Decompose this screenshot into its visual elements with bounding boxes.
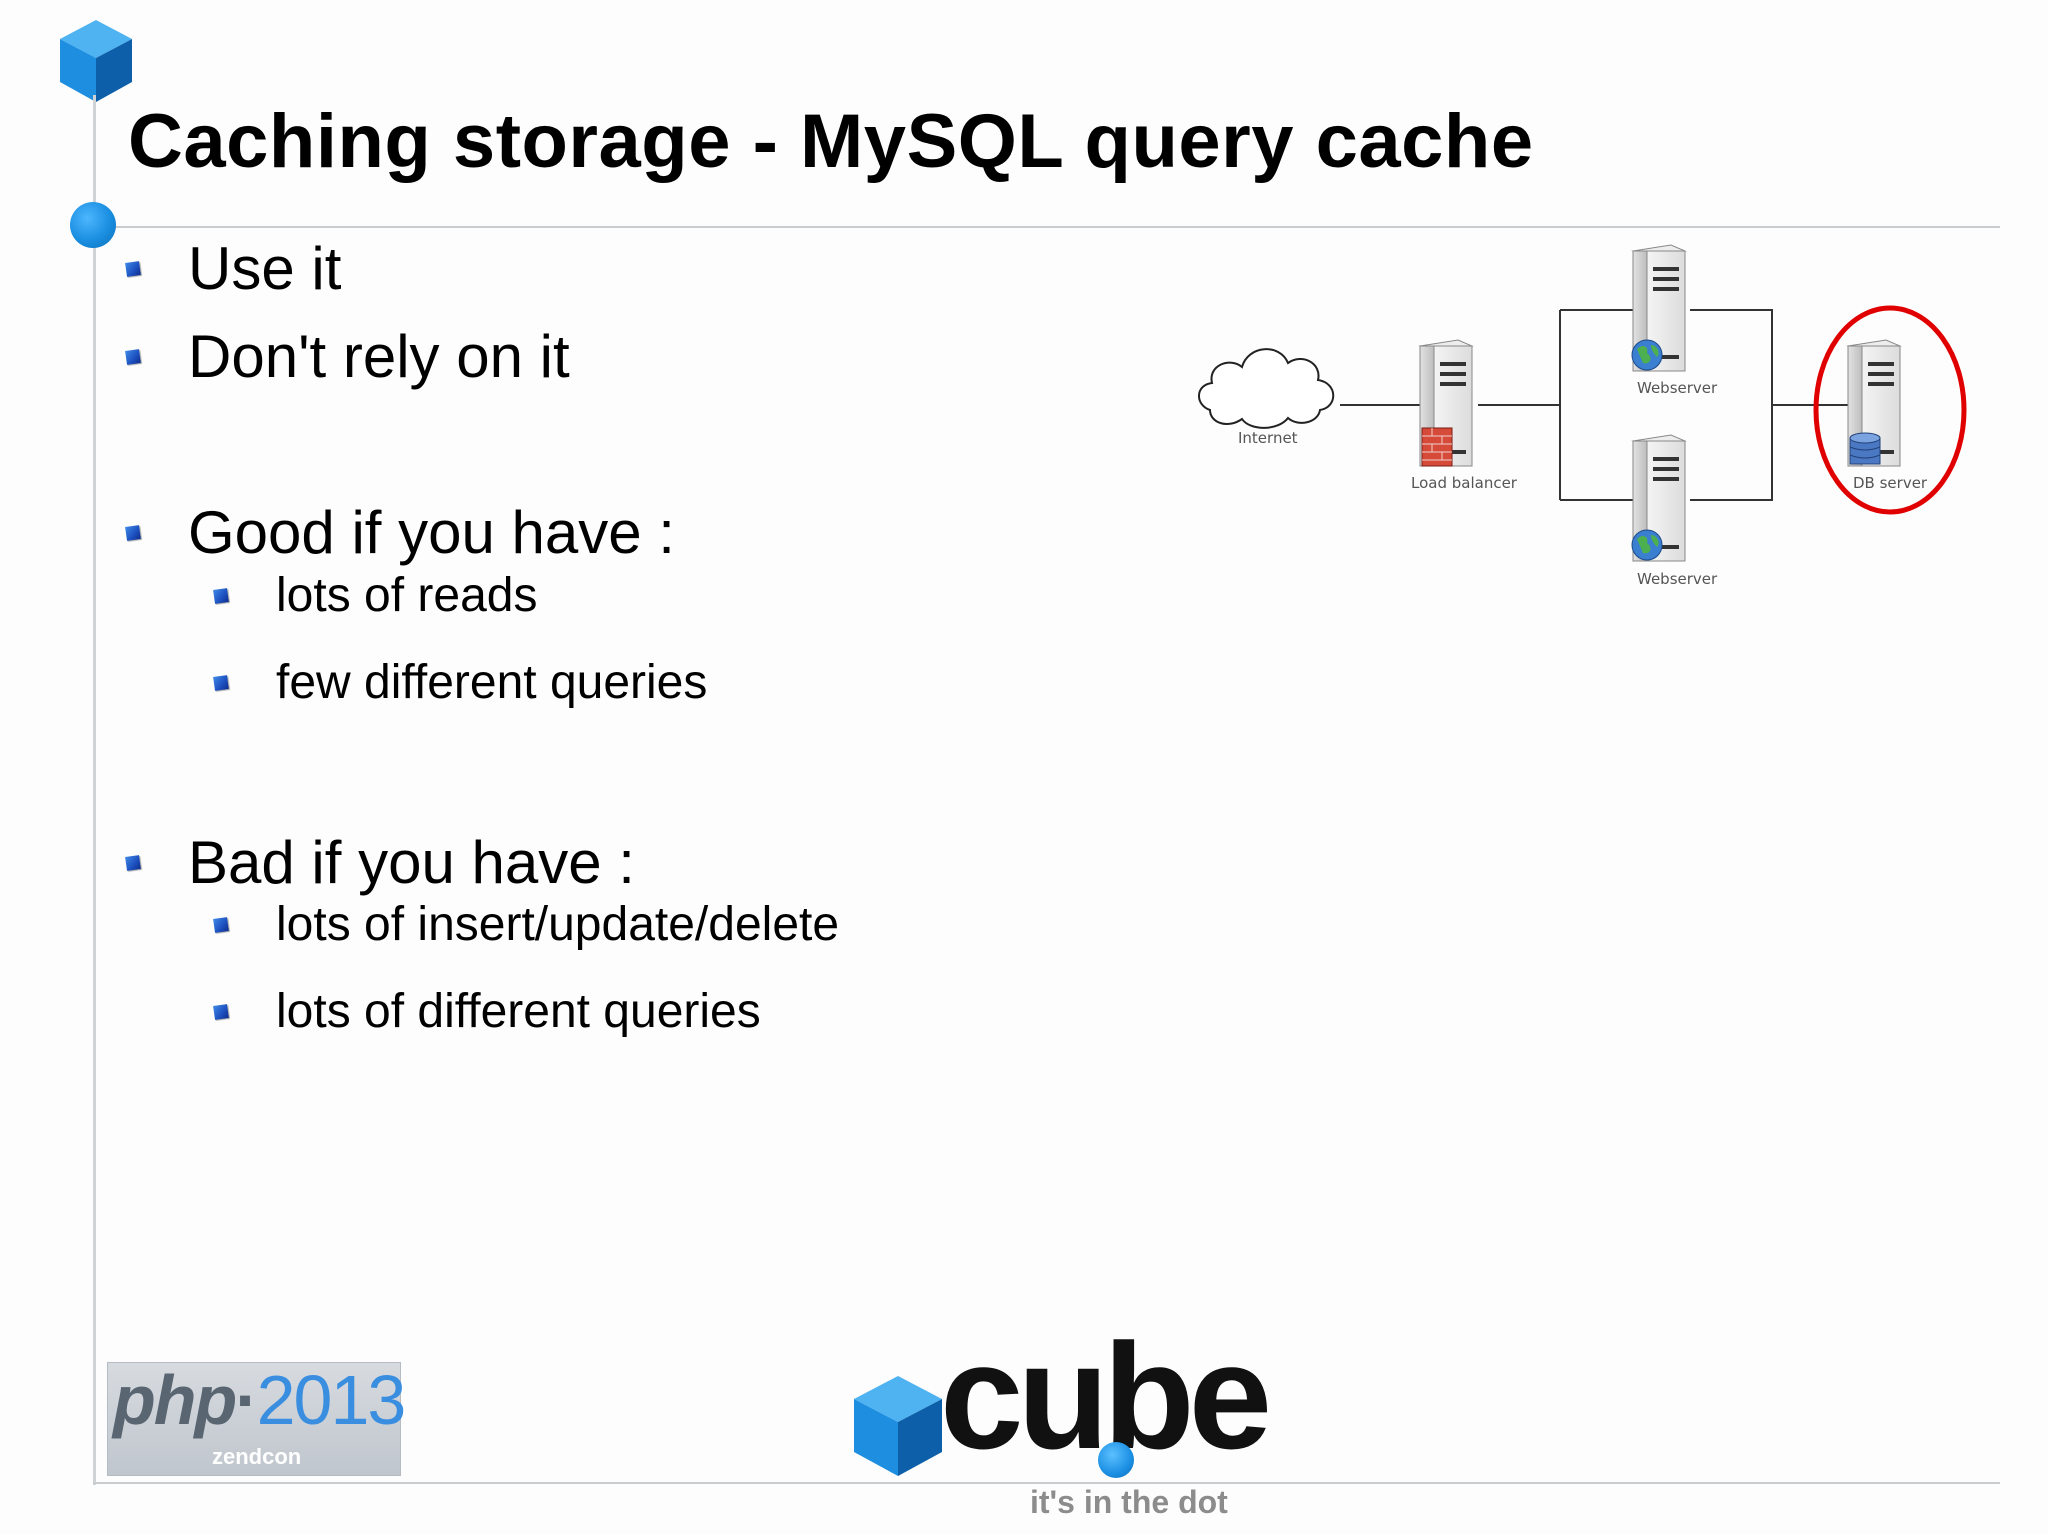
bullet-text: Good if you have : (188, 499, 675, 566)
bullet-text: few different queries (276, 656, 708, 709)
bullet-icon (213, 916, 229, 933)
zendcon-label: zendcon (212, 1444, 302, 1469)
sub-bullet-lots-of-reads: lots of reads (213, 568, 538, 623)
internet-label: Internet (1238, 429, 1298, 447)
slide-title: Caching storage - MySQL query cache (128, 99, 1534, 184)
php-logo-text: php·2013 (113, 1360, 407, 1440)
php-2013-logo (107, 1362, 401, 1476)
footer-rule (93, 1482, 2000, 1484)
cube-logo-dot-icon (1098, 1442, 1134, 1478)
bullet-icon (213, 587, 229, 604)
left-rule (93, 95, 96, 1485)
bullet-text: lots of reads (276, 569, 538, 622)
globe-icon (1631, 529, 1663, 561)
bullet-icon (125, 524, 141, 541)
corner-cube-icon (60, 20, 132, 102)
title-rule (93, 226, 2000, 228)
db-server-label: DB server (1853, 474, 1928, 492)
bullet-icon (213, 674, 229, 691)
bullet-text: lots of different queries (276, 985, 761, 1038)
webserver-bottom-label: Webserver (1637, 570, 1718, 588)
webserver-bottom-icon (1631, 434, 1686, 562)
database-icon (1849, 432, 1881, 465)
webserver-top-icon (1631, 244, 1686, 372)
load-balancer-server-icon (1419, 339, 1473, 467)
network-diagram: Internet Load balancer Webserver (1198, 244, 1967, 588)
internet-cloud-icon (1198, 348, 1335, 429)
sub-bullet-lots-of-different-queries: lots of different queries (213, 984, 761, 1039)
bullet-text: Don't rely on it (188, 323, 570, 390)
bullet-text: Use it (188, 235, 342, 302)
bullet-icon (213, 1003, 229, 1020)
sub-bullet-few-different-queries: few different queries (213, 655, 708, 710)
globe-icon (1631, 339, 1663, 371)
bullet-bad-if: Bad if you have : (125, 828, 635, 897)
bullet-icon (125, 260, 141, 277)
cube-logo-icon (854, 1376, 942, 1476)
bullet-use-it: Use it (125, 234, 342, 303)
firewall-icon (1421, 427, 1453, 467)
bullet-good-if: Good if you have : (125, 498, 675, 567)
bullet-icon (125, 348, 141, 365)
sub-bullet-lots-of-insert-update-delete: lots of insert/update/delete (213, 897, 840, 952)
webserver-top-label: Webserver (1637, 379, 1718, 397)
rule-dot-icon (70, 202, 116, 248)
bullet-text: Bad if you have : (188, 829, 635, 896)
bullet-icon (125, 854, 141, 871)
db-server-highlight (1813, 305, 1967, 515)
bullet-dont-rely: Don't rely on it (125, 322, 570, 391)
db-server-icon (1847, 339, 1901, 467)
php-logo-dot: · (235, 1361, 258, 1439)
cube-tagline: it's in the dot (1030, 1484, 1228, 1520)
php-logo-word: php (113, 1361, 237, 1439)
bullet-text: lots of insert/update/delete (276, 898, 840, 951)
load-balancer-label: Load balancer (1411, 474, 1518, 492)
connection-lines (1340, 309, 1848, 501)
php-logo-year: 2013 (256, 1361, 407, 1439)
